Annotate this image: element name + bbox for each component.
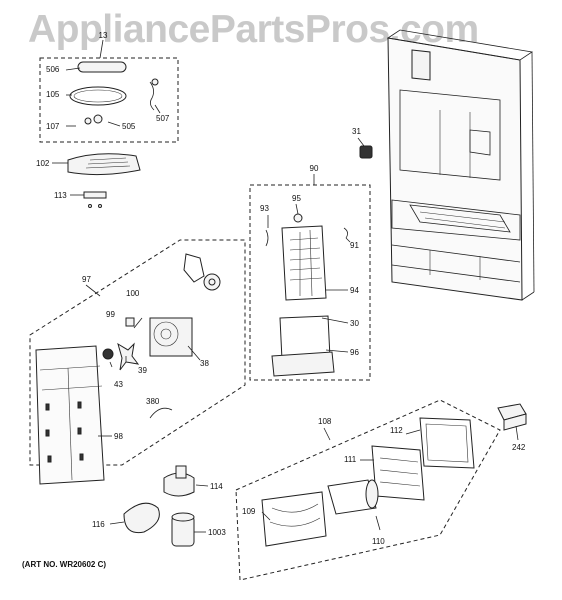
label-107: 107 bbox=[46, 122, 60, 131]
label-112: 112 bbox=[390, 426, 403, 435]
part-98 bbox=[35, 345, 105, 485]
label-380: 380 bbox=[146, 397, 160, 406]
part-99 bbox=[125, 317, 135, 327]
label-30: 30 bbox=[350, 319, 359, 328]
part-102 bbox=[52, 153, 141, 176]
label-43: 43 bbox=[114, 380, 123, 389]
part-380 bbox=[149, 407, 173, 419]
part-1003 bbox=[171, 512, 206, 547]
label-13: 13 bbox=[99, 31, 108, 40]
part-31 bbox=[357, 137, 373, 159]
label-507: 507 bbox=[156, 114, 170, 123]
group-97 bbox=[29, 239, 246, 485]
label-99: 99 bbox=[106, 310, 115, 319]
label-505: 505 bbox=[122, 122, 136, 131]
label-95: 95 bbox=[292, 194, 301, 203]
label-506: 506 bbox=[46, 65, 60, 74]
label-113: 113 bbox=[54, 191, 67, 200]
label-100: 100 bbox=[126, 289, 140, 298]
label-97: 97 bbox=[82, 275, 91, 284]
label-98: 98 bbox=[114, 432, 123, 441]
part-39 bbox=[117, 342, 140, 371]
part-93 bbox=[265, 229, 269, 247]
label-242: 242 bbox=[512, 443, 526, 452]
art-number: (ART NO. WR20602 C) bbox=[22, 560, 107, 569]
part-109 bbox=[261, 491, 327, 547]
part-105 bbox=[69, 86, 127, 106]
label-94: 94 bbox=[350, 286, 359, 295]
label-110: 110 bbox=[372, 537, 385, 546]
label-31: 31 bbox=[352, 127, 361, 136]
label-96: 96 bbox=[350, 348, 359, 357]
group-108 bbox=[235, 399, 501, 581]
label-1003: 1003 bbox=[208, 528, 226, 537]
part-113 bbox=[70, 191, 107, 208]
part-100 bbox=[149, 317, 193, 357]
label-91: 91 bbox=[350, 241, 359, 250]
part-116 bbox=[109, 502, 160, 534]
label-102: 102 bbox=[36, 159, 50, 168]
part-43 bbox=[102, 348, 114, 360]
part-112 bbox=[419, 417, 475, 469]
part-91 bbox=[343, 227, 348, 239]
part-111 bbox=[371, 445, 425, 501]
part-114 bbox=[163, 465, 209, 497]
label-93: 93 bbox=[260, 204, 269, 213]
group-13 bbox=[39, 39, 179, 143]
part-110 bbox=[327, 479, 377, 515]
group-90 bbox=[249, 174, 371, 381]
label-38: 38 bbox=[200, 359, 209, 368]
label-108: 108 bbox=[318, 417, 332, 426]
part-507 bbox=[149, 81, 155, 111]
label-105: 105 bbox=[46, 90, 60, 99]
label-111: 111 bbox=[344, 455, 357, 464]
part-242 bbox=[497, 403, 527, 441]
label-116: 116 bbox=[92, 520, 105, 529]
part-506 bbox=[77, 61, 127, 73]
label-114: 114 bbox=[210, 482, 223, 491]
refrigerator-cabinet bbox=[386, 29, 535, 301]
part-94 bbox=[281, 225, 327, 301]
label-90: 90 bbox=[310, 164, 319, 173]
part-505 bbox=[93, 114, 103, 124]
label-39: 39 bbox=[138, 366, 147, 375]
part-95 bbox=[293, 213, 303, 223]
label-109: 109 bbox=[242, 507, 256, 516]
